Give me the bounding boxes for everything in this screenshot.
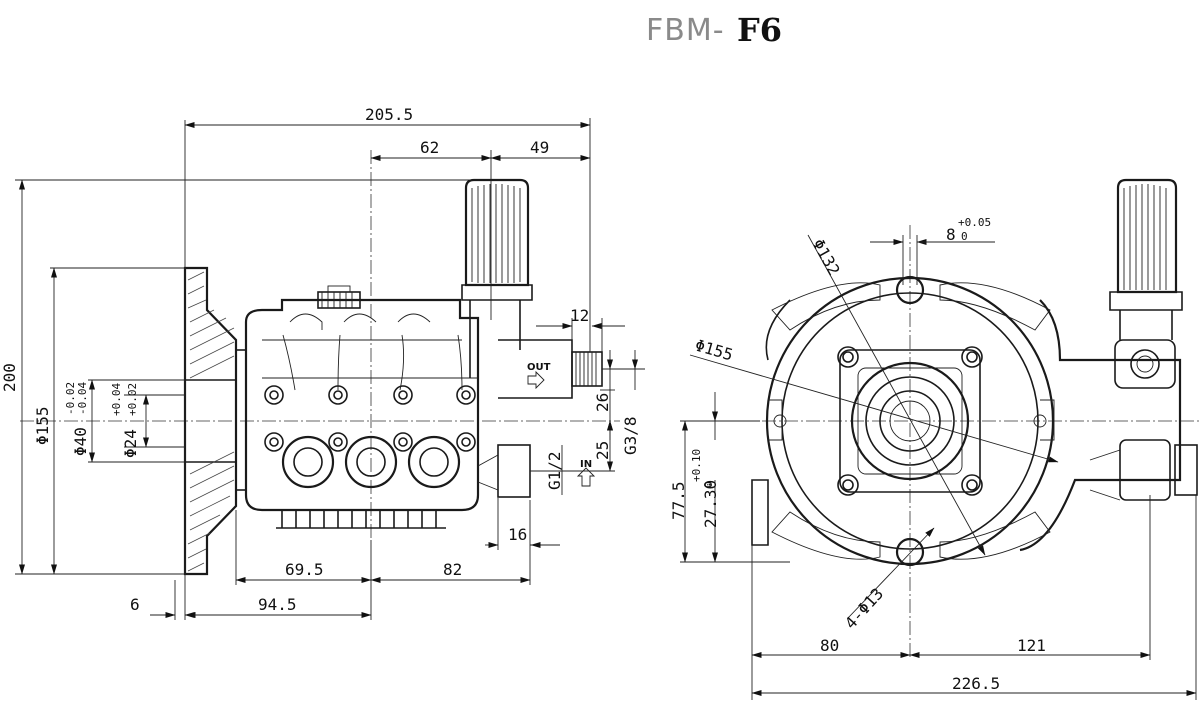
dim-pilot-tol-upper: -0.02	[64, 382, 77, 415]
dim-key-tol-upper: +0.05	[958, 216, 991, 229]
dim-key: 8	[946, 225, 956, 244]
dim-height: 200	[0, 363, 19, 392]
dim-outlet-thread: G3/8	[621, 416, 640, 455]
front-body	[751, 275, 1182, 567]
dim-94-5: 94.5	[258, 595, 297, 614]
dim-12: 12	[570, 306, 589, 325]
dim-pilot: Φ40	[71, 427, 90, 456]
dim-77-5: 77.5	[669, 481, 688, 520]
dim-overall-length: 205.5	[365, 105, 413, 124]
dim-key-tol-lower: 0	[961, 230, 968, 243]
dim-bolt-circle: Φ132	[809, 236, 844, 279]
dim-inlet-thread: G1/2	[545, 451, 564, 490]
front-view-dimensions: 8 +0.05 0 Φ132 Φ155 77.5 27.30 +0.10 0 4…	[669, 216, 1197, 700]
pump-body	[244, 285, 480, 529]
front-view: 8 +0.05 0 Φ132 Φ155 77.5 27.30 +0.10 0 4…	[669, 178, 1200, 700]
dim-69-5: 69.5	[285, 560, 324, 579]
dim-body-diameter: Φ155	[693, 336, 735, 365]
dim-25: 25	[593, 441, 612, 460]
inlet-label: IN	[580, 459, 592, 470]
dim-6: 6	[130, 595, 140, 614]
dim-121: 121	[1017, 636, 1046, 655]
dim-key-height-tol-upper: +0.10	[690, 449, 703, 482]
dim-shaft-tol-lower: +0.02	[126, 383, 139, 416]
title-model: F6	[737, 11, 782, 49]
outlet-port: OUT	[498, 339, 603, 399]
dim-shaft-tol-upper: +0.04	[110, 383, 123, 416]
side-view-vertical-dimensions: 200 Φ155 Φ40 -0.02 -0.04 Φ24 +0.04 +0.02…	[0, 179, 645, 575]
title-prefix: FBM-	[646, 13, 725, 48]
front-unloader	[1089, 178, 1198, 501]
dim-width: 226.5	[952, 674, 1000, 693]
dim-16: 16	[508, 525, 527, 544]
mounting-flange	[150, 266, 247, 576]
dim-holes: 4-Φ13	[841, 584, 887, 633]
side-view: OUT IN 205.5 62 49 12	[0, 105, 645, 620]
dim-49: 49	[530, 138, 549, 157]
dim-key-height: 27.30	[701, 480, 720, 528]
dim-key-height-tol-lower: 0	[702, 481, 715, 488]
side-view-dimensions: 205.5 62 49 12 69.5 82 16	[130, 105, 625, 620]
dim-82: 82	[443, 560, 462, 579]
dim-pilot-tol-lower: -0.04	[76, 382, 89, 415]
outlet-label: OUT	[527, 362, 551, 373]
dim-80: 80	[820, 636, 839, 655]
dim-shaft: Φ24	[121, 429, 140, 458]
unloader-valve	[461, 178, 533, 378]
dim-26: 26	[593, 393, 612, 412]
dim-62: 62	[420, 138, 439, 157]
drawing-title: FBM- F6	[646, 11, 782, 49]
dim-flange-diameter: Φ155	[33, 406, 52, 445]
